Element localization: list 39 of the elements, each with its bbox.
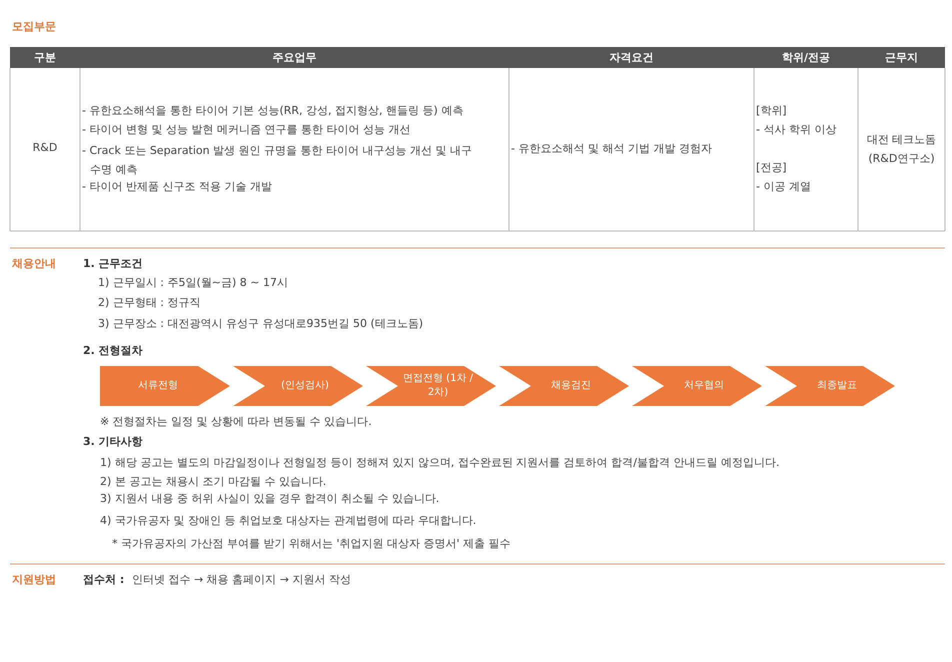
cell-text: - 유한요소해석을 통한 타이어 기본 성능(RR, 강성, 접지형상, 핸들링 등) 예측 <box>82 103 464 118</box>
section-heading: 모집부문 <box>12 19 56 34</box>
header-text: 근무지 <box>884 50 919 65</box>
body-text: 3) 지원서 내용 중 허위 사실이 있을 경우 합격이 취소될 수 있습니다. <box>100 491 440 506</box>
process-step: 최종발표 <box>765 366 895 406</box>
cell-text: - 이공 계열 <box>756 179 811 194</box>
body-text: 2) 본 공고는 채용시 조기 마감될 수 있습니다. <box>100 474 326 489</box>
cell-text: - 타이어 변형 및 성능 발현 메커니즘 연구를 통한 타이어 성능 개선 <box>82 122 410 137</box>
cell-text: - 석사 학위 이상 <box>756 122 836 137</box>
process-step: 서류전형 <box>100 366 230 406</box>
body-text: 3) 근무장소 : 대전광역시 유성구 유성대로935번길 50 (테크노돔) <box>98 316 424 331</box>
body-text: 인터넷 접수 → 채용 홈페이지 → 지원서 작성 <box>132 572 351 587</box>
section-heading: 지원방법 <box>12 572 56 587</box>
item-heading: 2. 전형절차 <box>83 343 143 358</box>
process-step: 면접전형 (1차 / 2차) <box>366 366 496 406</box>
header-text: 학위/전공 <box>780 50 832 65</box>
cell-text: - 타이어 반제품 신구조 적용 기술 개발 <box>82 179 272 194</box>
body-text: 2) 근무형태 : 정규직 <box>98 295 200 310</box>
cell-text: 대전 테크노돔 (R&D연구소) <box>866 132 938 167</box>
item-heading: 1. 근무조건 <box>83 256 143 271</box>
process-step: 처우협의 <box>632 366 762 406</box>
process-step: (인성검사) <box>233 366 363 406</box>
cell-text: - 유한요소해석 및 해석 기법 개발 경험자 <box>511 141 712 156</box>
header-text: 주요업무 <box>272 50 318 65</box>
body-text: 1) 해당 공고는 별도의 마감일정이나 전형일정 등이 정해져 있지 않으며, 접수완료된 지원서를 검토하여 합격/불합격 안내드릴 예정입니다. <box>100 455 780 470</box>
section-heading: 채용안내 <box>12 256 56 271</box>
cell-text: [전공] <box>756 160 787 175</box>
cell-text: - Crack 또는 Separation 발생 원인 규명을 통한 타이어 내구성능 개선 및 내구 수명 예측 <box>82 143 474 178</box>
process-step: 채용검진 <box>499 366 629 406</box>
body-text: ※ 전형절차는 일정 및 상황에 따라 변동될 수 있습니다. <box>100 414 372 429</box>
cell-text: [학위] <box>756 103 787 118</box>
header-text: 자격요건 <box>608 50 654 65</box>
body-text: * 국가유공자의 가산점 부여를 받기 위해서는 '취업지원 대상자 증명서' 제출 필수 <box>112 536 511 551</box>
item-heading: 접수처 : <box>83 572 124 587</box>
body-text: 4) 국가유공자 및 장애인 등 취업보호 대상자는 관계법령에 따라 우대합니다. <box>100 513 476 528</box>
cell-text: R&D <box>32 140 58 155</box>
item-heading: 3. 기타사항 <box>83 434 143 449</box>
header-text: 구분 <box>33 50 57 65</box>
body-text: 1) 근무일시 : 주5일(월~금) 8 ~ 17시 <box>98 275 288 290</box>
